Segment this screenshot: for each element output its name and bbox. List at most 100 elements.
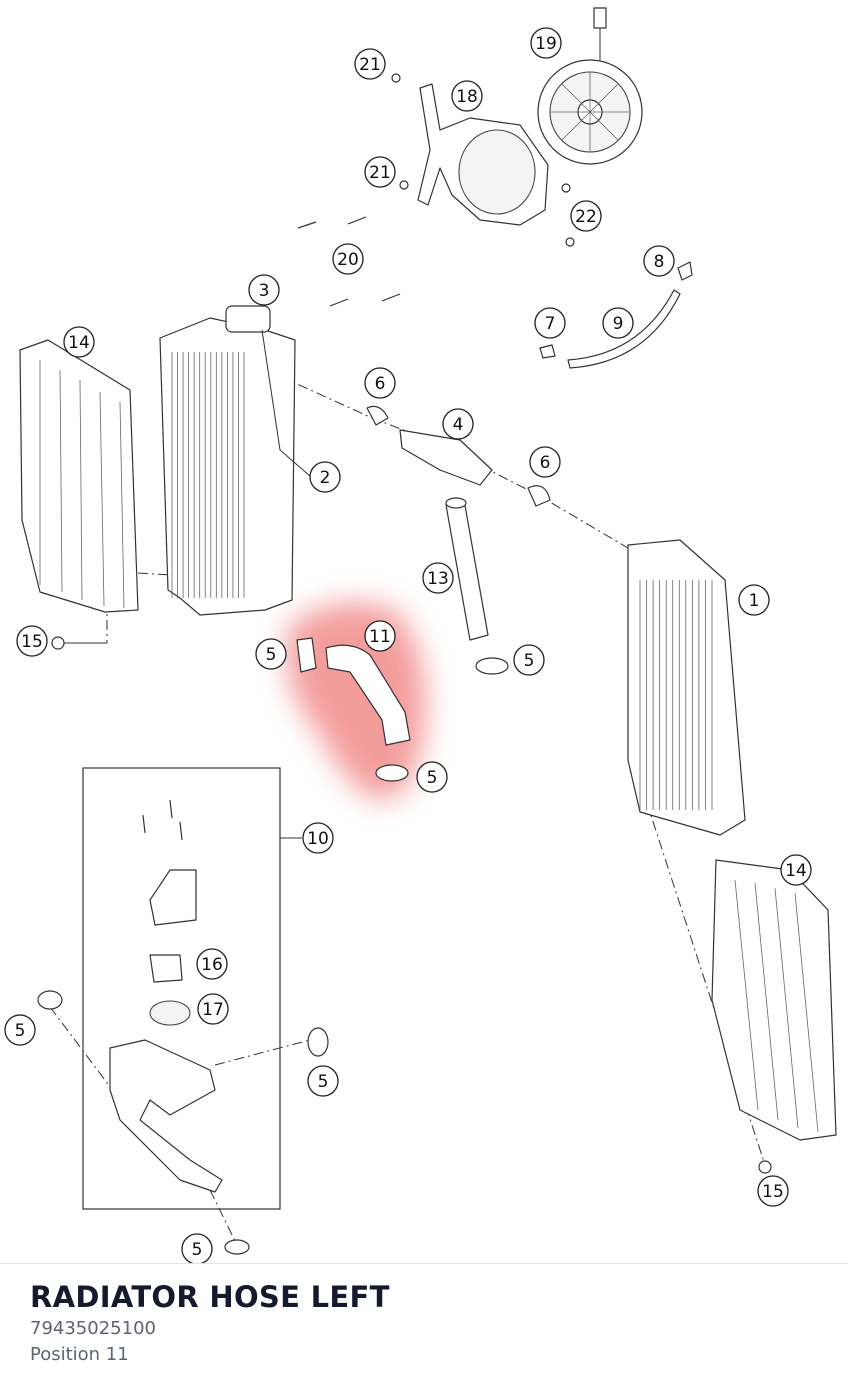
callout-3[interactable]: 3 [248, 274, 280, 306]
callout-label: 2 [320, 468, 331, 488]
callout-label: 14 [785, 861, 807, 881]
callout-16[interactable]: 16 [196, 948, 228, 980]
callout-label: 14 [68, 333, 90, 353]
callout-8[interactable]: 8 [643, 245, 675, 277]
part-number: 79435025100 [30, 1318, 156, 1339]
callout-label: 11 [369, 627, 391, 647]
loose-clamps [37, 990, 772, 1255]
callout-label: 5 [15, 1021, 26, 1041]
callout-circle [4, 1014, 36, 1046]
callout-circle [307, 1065, 339, 1097]
callout-circle [354, 48, 386, 80]
callout-label: 20 [337, 250, 359, 270]
callout-circle [513, 644, 545, 676]
callout-7[interactable]: 7 [534, 307, 566, 339]
callout-circle [196, 948, 228, 980]
callout-20[interactable]: 20 [332, 243, 364, 275]
callout-5[interactable]: 5 [307, 1065, 339, 1097]
callout-circle [364, 620, 396, 652]
callout-18[interactable]: 18 [451, 80, 483, 112]
callout-label: 6 [540, 453, 551, 473]
hose-connector [366, 405, 551, 507]
callout-21[interactable]: 21 [364, 156, 396, 188]
section-divider [0, 1263, 848, 1264]
fan-shroud [417, 83, 549, 226]
callout-circle [255, 638, 287, 670]
leader-lines [261, 329, 311, 477]
callout-10[interactable]: 10 [302, 822, 334, 854]
callout-label: 5 [266, 645, 277, 665]
part-position: Position 11 [30, 1344, 129, 1365]
callout-circle [422, 562, 454, 594]
callout-15[interactable]: 15 [16, 625, 48, 657]
callout-label: 17 [202, 1000, 224, 1020]
callout-circle [16, 625, 48, 657]
callout-6[interactable]: 6 [364, 367, 396, 399]
right-louver [711, 859, 837, 1141]
callout-label: 21 [359, 55, 381, 75]
callout-circle [738, 584, 770, 616]
right-radiator [627, 539, 746, 836]
callout-circle [181, 1233, 213, 1263]
callout-circle [602, 307, 634, 339]
callout-label: 21 [369, 163, 391, 183]
callout-label: 9 [613, 314, 624, 334]
callout-circle [364, 156, 396, 188]
callout-circle [643, 245, 675, 277]
callout-label: 15 [21, 632, 43, 652]
callout-label: 5 [524, 651, 535, 671]
left-radiator [159, 305, 296, 616]
callout-circle [332, 243, 364, 275]
callout-6[interactable]: 6 [529, 446, 561, 478]
callout-label: 13 [427, 569, 449, 589]
callout-circle [529, 446, 561, 478]
callout-circle [451, 80, 483, 112]
bolts [297, 73, 575, 307]
callout-19[interactable]: 19 [530, 27, 562, 59]
callout-label: 3 [259, 281, 270, 301]
callout-22[interactable]: 22 [570, 200, 602, 232]
bolt-15-left [51, 636, 107, 650]
fan-assembly [537, 7, 643, 165]
callout-5[interactable]: 5 [4, 1014, 36, 1046]
callout-circle [197, 993, 229, 1025]
callout-15[interactable]: 15 [757, 1175, 789, 1207]
callout-circle [530, 27, 562, 59]
callout-circle [780, 854, 812, 886]
callout-label: 18 [456, 87, 478, 107]
callout-5[interactable]: 5 [513, 644, 545, 676]
callout-label: 4 [453, 415, 464, 435]
callout-label: 16 [201, 955, 223, 975]
callout-label: 1 [749, 591, 760, 611]
callout-circle [302, 822, 334, 854]
callout-9[interactable]: 9 [602, 307, 634, 339]
callout-circle [309, 461, 341, 493]
callout-13[interactable]: 13 [422, 562, 454, 594]
callout-2[interactable]: 2 [309, 461, 341, 493]
callout-11[interactable]: 11 [364, 620, 396, 652]
callout-label: 19 [535, 34, 557, 54]
callout-5[interactable]: 5 [416, 761, 448, 793]
callout-circle [534, 307, 566, 339]
callout-circle [757, 1175, 789, 1207]
callout-label: 22 [575, 207, 597, 227]
connecting-pipe [445, 497, 489, 641]
callout-1[interactable]: 1 [738, 584, 770, 616]
callout-21[interactable]: 21 [354, 48, 386, 80]
callout-label: 10 [307, 829, 329, 849]
callout-label: 5 [427, 768, 438, 788]
breather-hose [539, 261, 693, 369]
callout-label: 5 [192, 1240, 203, 1260]
callout-14[interactable]: 14 [780, 854, 812, 886]
callout-14[interactable]: 14 [63, 326, 95, 358]
callout-5[interactable]: 5 [255, 638, 287, 670]
callout-label: 7 [545, 314, 556, 334]
callout-label: 5 [318, 1072, 329, 1092]
callout-4[interactable]: 4 [442, 408, 474, 440]
callout-17[interactable]: 17 [197, 993, 229, 1025]
callout-circle [63, 326, 95, 358]
part-info-panel: RADIATOR HOSE LEFT 79435025100 Position … [30, 1278, 390, 1368]
callout-label: 8 [654, 252, 665, 272]
callout-5[interactable]: 5 [181, 1233, 213, 1263]
